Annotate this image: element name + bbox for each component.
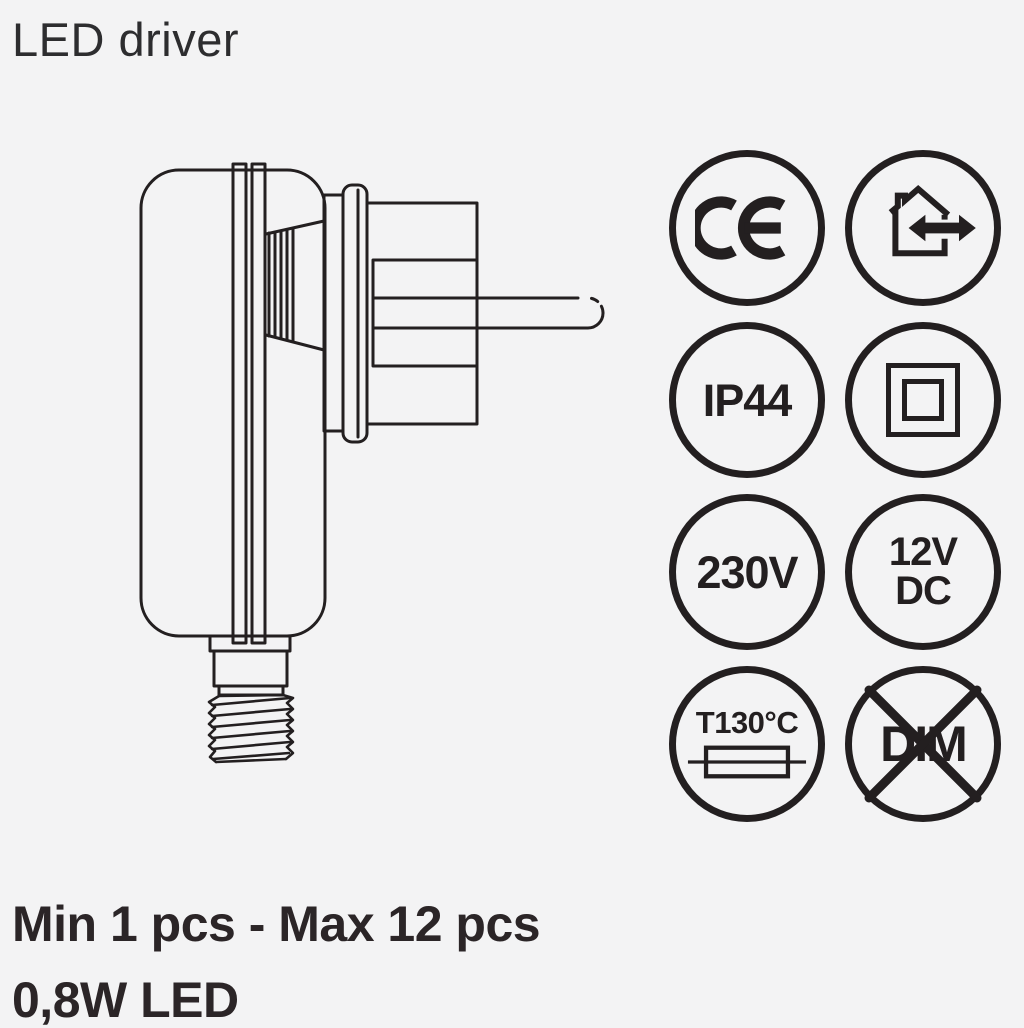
neck-step <box>217 684 285 697</box>
screw-thread <box>207 693 295 764</box>
pin-tip-dashed <box>587 296 605 315</box>
house-arrow-icon <box>888 185 976 257</box>
body-band-1 <box>231 162 248 645</box>
seal-collar <box>341 183 369 444</box>
gland-ribs <box>267 227 295 343</box>
thermal-fuse-label: T130°C <box>695 704 799 740</box>
plug-housing <box>365 201 479 426</box>
gland-bottom-edge <box>264 333 326 352</box>
neck-block <box>212 649 289 688</box>
ce-mark-badge <box>669 150 825 306</box>
ip44-badge: IP44 <box>669 322 825 478</box>
badge-grid: IP44 230V 12V DC T130°C <box>669 150 1001 822</box>
pin-bottom <box>371 311 605 330</box>
wattage-text: 0,8W LED <box>12 972 239 1028</box>
class-ii-badge <box>845 322 1001 478</box>
quantity-range-text: Min 1 pcs - Max 12 pcs <box>12 896 541 952</box>
double-arrow <box>908 214 976 242</box>
ce-mark-icon <box>695 196 786 260</box>
class-ii-icon <box>886 363 960 437</box>
driver-body <box>139 168 327 638</box>
page-title: LED driver <box>12 13 240 66</box>
ip44-label: IP44 <box>702 374 793 426</box>
crossed-out-icon <box>864 685 982 803</box>
connector-block <box>322 193 345 433</box>
voltage-dc-label: DC <box>895 569 952 613</box>
indoor-outdoor-badge <box>845 150 1001 306</box>
voltage-12v-label: 12V <box>888 529 958 574</box>
no-dim-badge: DIM <box>845 666 1001 822</box>
plug-recess <box>371 258 479 368</box>
voltage-230v-badge: 230V <box>669 494 825 650</box>
voltage-12vdc-badge: 12V DC <box>845 494 1001 650</box>
gland-top-edge <box>264 219 326 236</box>
thermal-fuse-badge: T130°C <box>669 666 825 822</box>
voltage-230v-label: 230V <box>696 546 798 598</box>
body-band-2 <box>250 162 267 645</box>
fuse-icon <box>687 745 807 778</box>
neck-flange <box>208 634 292 653</box>
